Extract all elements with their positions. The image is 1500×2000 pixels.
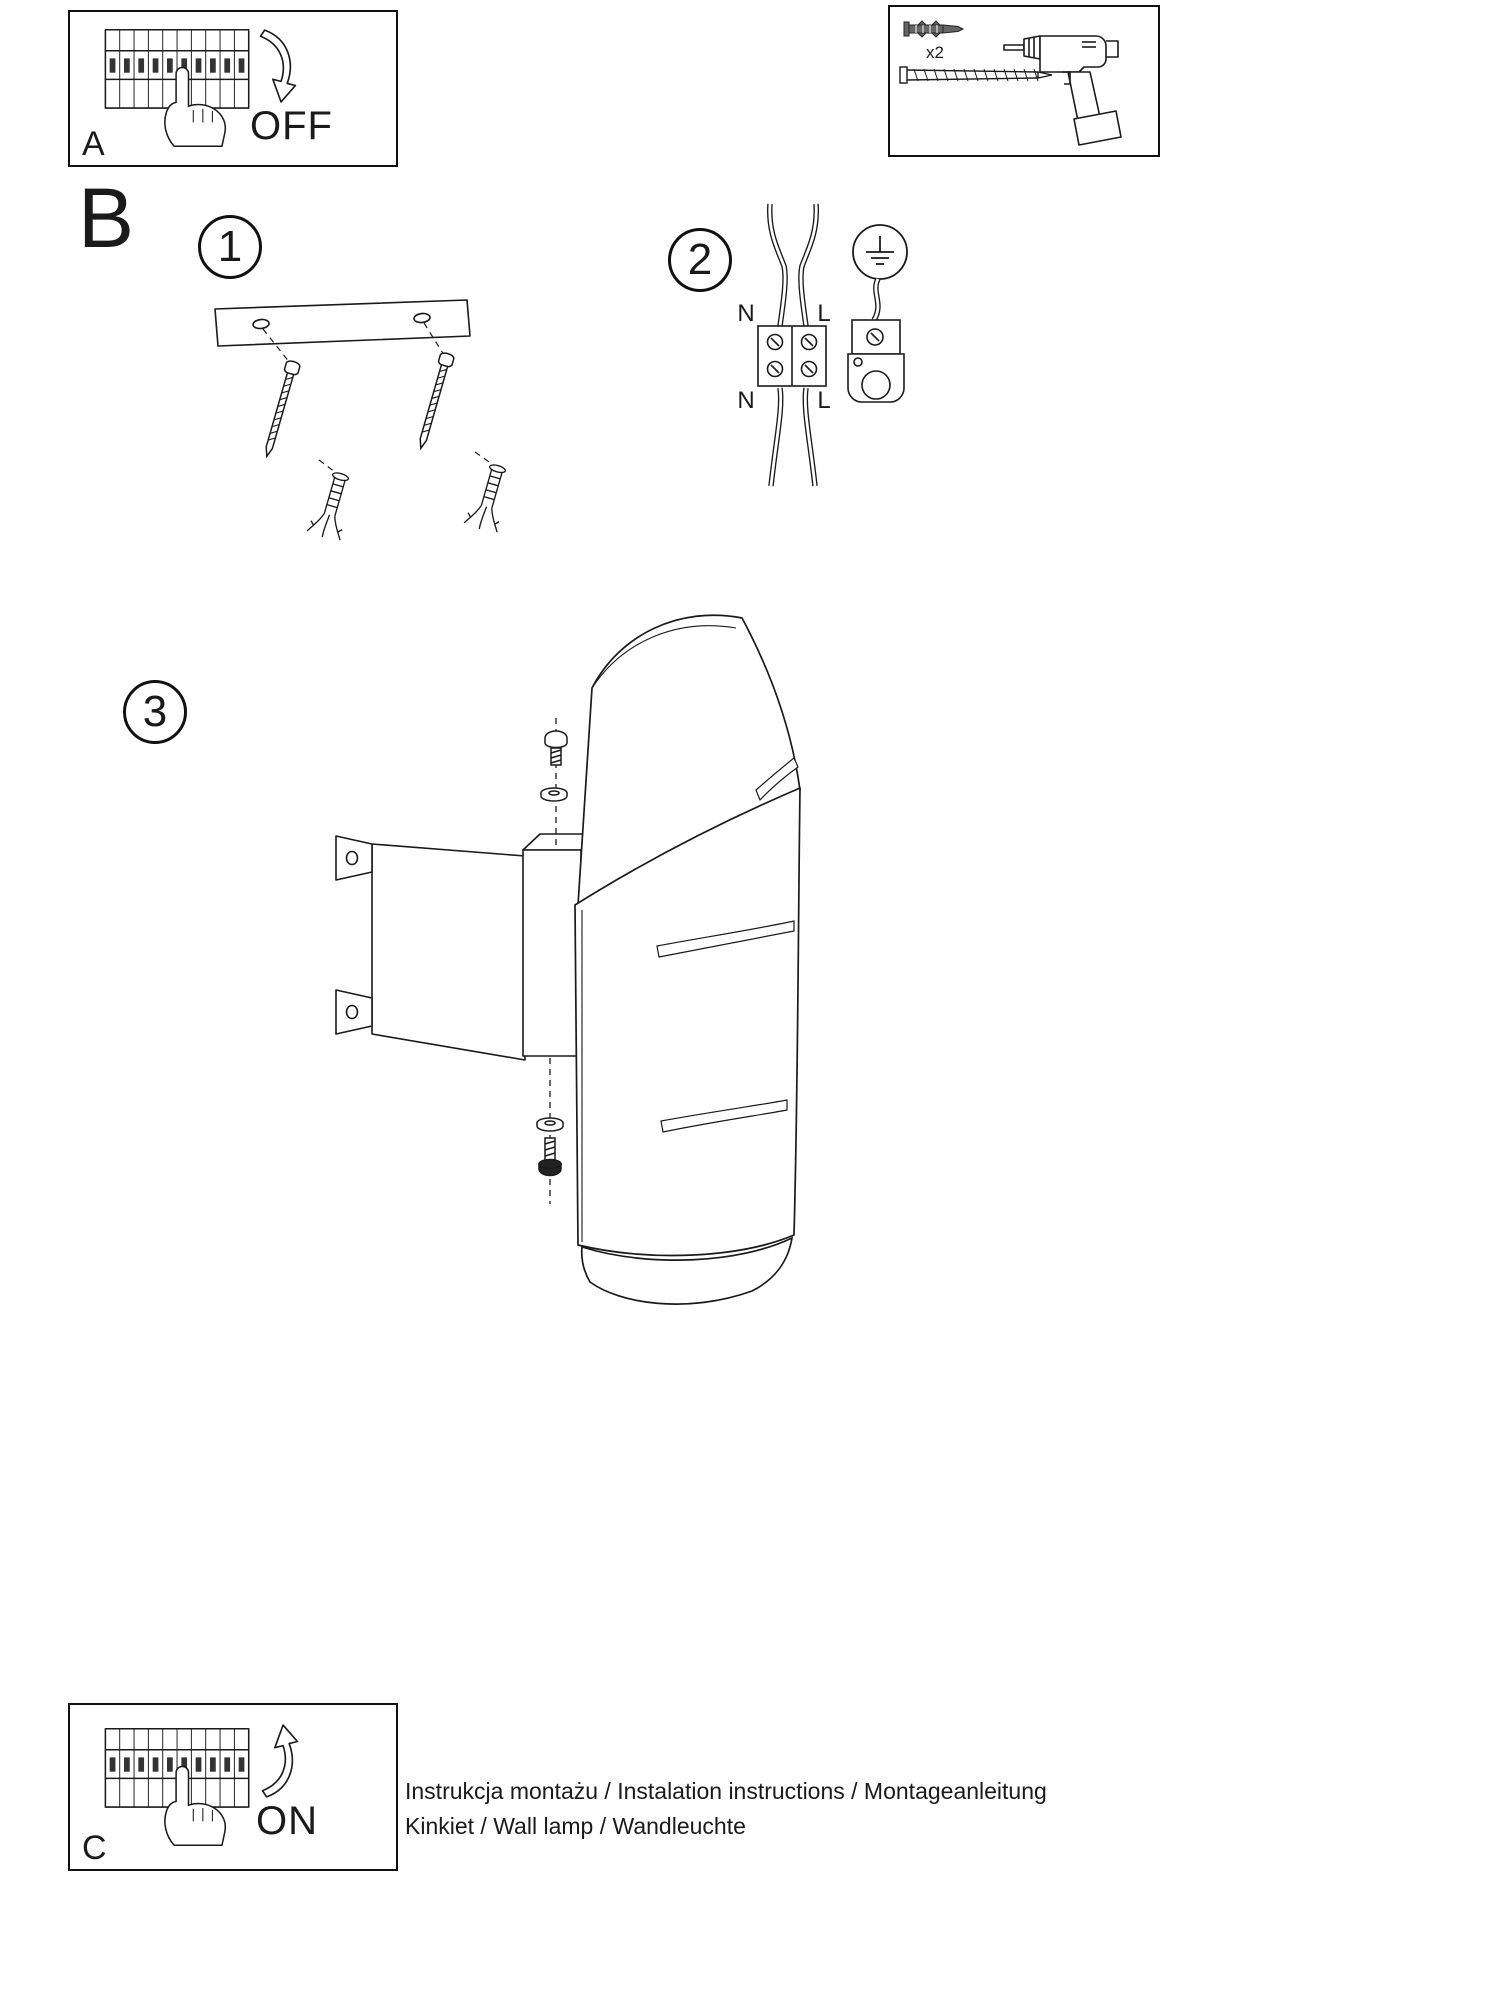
shade-bottom-curl [580, 1236, 794, 1305]
step-c-panel: ON C [68, 1703, 398, 1871]
bottom-washer-icon [536, 1117, 564, 1132]
step-2-badge: 2 [668, 228, 732, 292]
wall-plug-icon [903, 20, 965, 38]
wires [767, 203, 819, 487]
screw-icon [413, 350, 456, 451]
wall-lamp-exploded-illustration [335, 614, 801, 1305]
ground-terminal-holder [847, 319, 905, 403]
arrow-up-icon [258, 1721, 304, 1801]
on-label: ON [256, 1799, 318, 1843]
drill-icon [1003, 35, 1122, 146]
footer-text: Instrukcja montażu / Instalation instruc… [405, 1774, 1047, 1844]
mounting-plate-anchors-illustration [214, 299, 516, 543]
step-2-number: 2 [687, 235, 713, 284]
step-3-number: 3 [142, 687, 168, 736]
wall-plug-icon [306, 468, 359, 543]
top-screw-icon [544, 730, 568, 766]
footer-line-1: Instrukcja montażu / Instalation instruc… [405, 1778, 1047, 1804]
bottom-screw-icon [538, 1137, 562, 1177]
circuit-breaker-hand-icon [92, 1715, 264, 1859]
terminal-l-bottom-label: L [817, 387, 830, 414]
section-b-label: B [78, 171, 135, 265]
circuit-breaker-hand-icon [92, 16, 264, 160]
plug-quantity-label: x2 [926, 43, 944, 62]
top-washer-icon [540, 787, 568, 802]
screw-icon [899, 66, 1053, 84]
wiring-illustration: N L N L [737, 203, 908, 487]
step-1-number: 1 [217, 222, 243, 271]
tools-panel: x2 [888, 5, 1160, 157]
earth-ground-icon [852, 224, 908, 280]
wall-bracket [335, 835, 526, 1061]
shade-front-sheet [574, 787, 801, 1257]
wall-plug-icon [463, 460, 516, 535]
terminal-n-top-label: N [737, 300, 754, 327]
terminal-block [757, 325, 827, 387]
step-a-panel: OFF A [68, 10, 398, 167]
assembly-axis-lines [549, 718, 557, 1204]
terminal-l-top-label: L [817, 300, 830, 327]
footer-line-2: Kinkiet / Wall lamp / Wandleuchte [405, 1813, 746, 1839]
arrow-down-icon [256, 26, 302, 106]
step-3-badge: 3 [123, 680, 187, 744]
terminal-n-bottom-label: N [737, 387, 754, 414]
step-a-label: A [82, 125, 105, 163]
off-label: OFF [250, 104, 333, 148]
step-c-label: C [82, 1829, 107, 1867]
screw-icon [259, 358, 302, 459]
step-1-badge: 1 [198, 215, 262, 279]
